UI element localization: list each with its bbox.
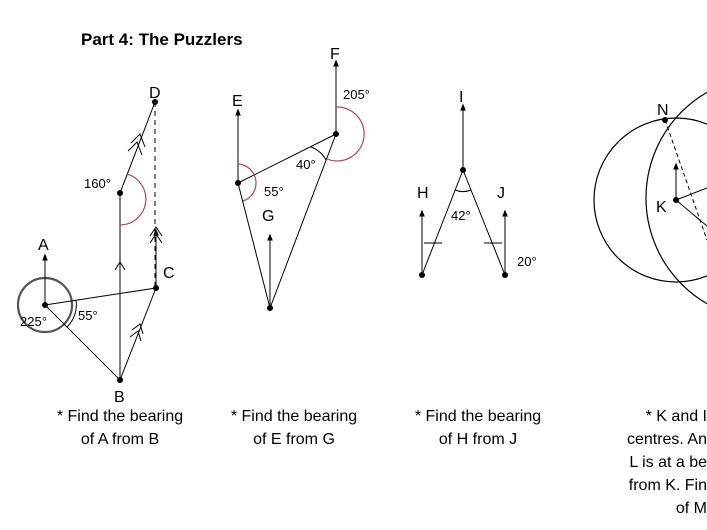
angle-160-label: 160°	[84, 176, 111, 191]
part-title: Part 4: The Puzzlers	[81, 30, 243, 49]
caption-3-line-2: of H from J	[438, 431, 518, 448]
point-f-label: F	[330, 46, 340, 63]
caption-1-line-2: of A from B	[80, 431, 160, 448]
angle-42-label: 42°	[451, 208, 471, 223]
point-j-label: J	[497, 185, 505, 202]
caption-puzzle-4: * K and I centres. An L is at a be from …	[600, 405, 707, 520]
angle-40-label: 40°	[296, 157, 316, 172]
point-c-label: C	[163, 265, 175, 282]
point-e-label: E	[232, 93, 243, 110]
angle-20-label: 20°	[517, 254, 537, 269]
angle-55-label-2: 55°	[264, 184, 284, 199]
point-a-label: A	[38, 237, 49, 254]
caption-puzzle-1: * Find the bearing of A from B	[47, 405, 193, 451]
caption-4-line-2: centres. An	[626, 431, 707, 448]
caption-2-line-1: * Find the bearing	[230, 408, 358, 425]
puzzle-1-diagram: A B C D 225° 55° 160°	[16, 85, 175, 406]
puzzle-4-diagram: N K	[593, 91, 707, 305]
caption-1-line-1: * Find the bearing	[56, 408, 184, 425]
caption-puzzle-3: * Find the bearing of H from J	[405, 405, 551, 451]
caption-4-line-5: of M	[675, 500, 707, 517]
caption-puzzle-2: * Find the bearing of E from G	[221, 405, 367, 451]
puzzle-3-diagram: H I J 42° 20°	[417, 89, 537, 278]
caption-2-line-2: of E from G	[253, 431, 335, 448]
caption-4-line-3: L is at a be	[629, 454, 707, 471]
point-h-label: H	[417, 185, 429, 202]
point-b-label: B	[114, 389, 125, 406]
angle-205-label: 205°	[343, 87, 370, 102]
point-g-label: G	[262, 208, 274, 225]
angle-55-label: 55°	[78, 308, 98, 323]
point-i-label: I	[459, 89, 463, 106]
point-d-label: D	[149, 85, 161, 102]
angle-225-label: 225°	[20, 314, 47, 329]
point-k-label: K	[656, 199, 667, 216]
caption-3-line-1: * Find the bearing	[414, 408, 542, 425]
point-n-label: N	[657, 102, 669, 119]
caption-4-line-1: * K and I	[645, 408, 707, 425]
caption-4-line-4: from K. Fin	[628, 477, 707, 494]
puzzle-2-diagram: E F G 205° 40° 55°	[232, 46, 370, 311]
